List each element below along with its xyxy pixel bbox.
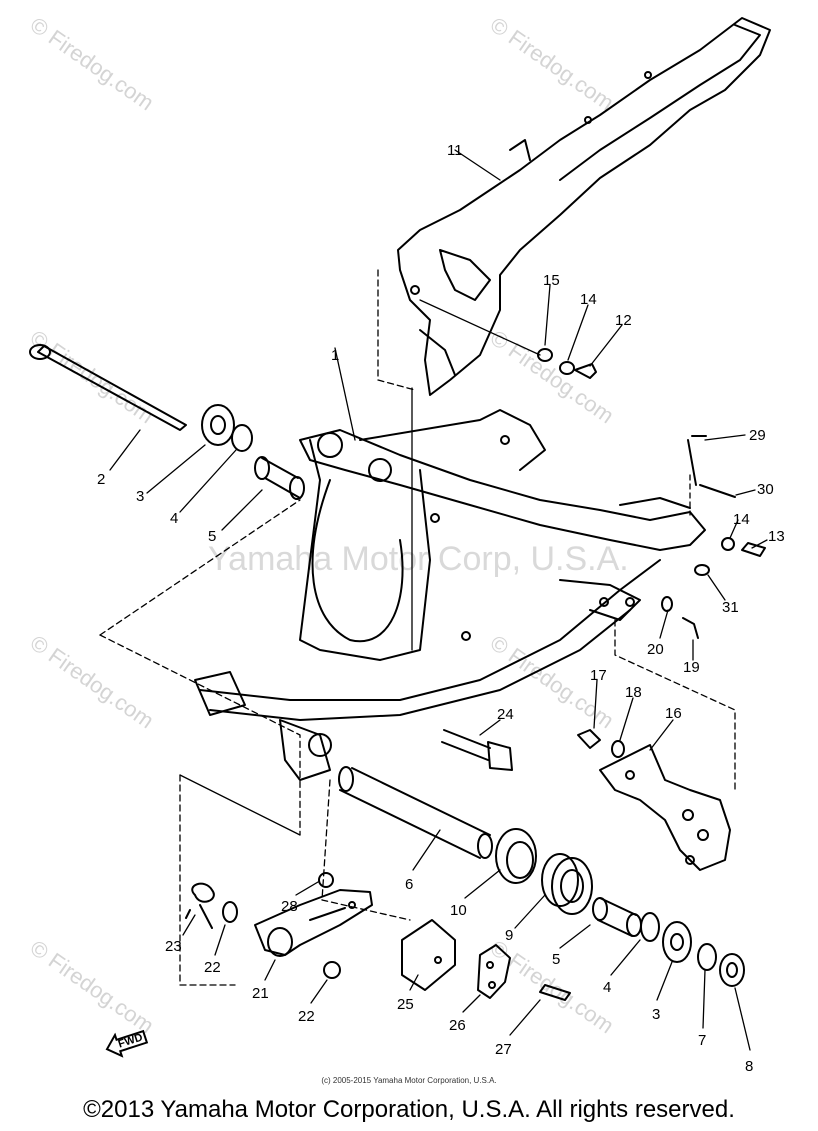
washer-part-22 xyxy=(222,901,238,923)
collar-part-15 xyxy=(537,348,553,362)
nut-part-20 xyxy=(661,596,673,612)
callout-23: 23 xyxy=(165,938,182,955)
callout-30: 30 xyxy=(757,481,774,498)
shaft-part-6 xyxy=(338,766,493,859)
callout-12: 12 xyxy=(615,312,632,329)
callout-4: 4 xyxy=(170,510,178,527)
callout-2: 2 xyxy=(97,471,105,488)
forward-arrow-icon xyxy=(105,1029,149,1058)
bushing-part-5b xyxy=(592,897,642,937)
washer-part-14 xyxy=(559,361,575,375)
washer-part-18 xyxy=(611,740,625,758)
washer-part-7 xyxy=(697,943,717,971)
callout-25: 25 xyxy=(397,996,414,1013)
seal-part-4b xyxy=(640,912,660,942)
washer-part-14b xyxy=(721,537,735,551)
bearing-part-3 xyxy=(201,404,235,446)
frame-part-1 xyxy=(194,409,706,781)
spring-part-23 xyxy=(185,882,215,929)
callout-10: 10 xyxy=(450,902,467,919)
spacer-part-10 xyxy=(495,828,537,884)
bearing-part-3b xyxy=(662,921,692,963)
callout-5: 5 xyxy=(208,528,216,545)
callout-5b: 5 xyxy=(552,951,560,968)
callout-24: 24 xyxy=(497,706,514,723)
callout-18: 18 xyxy=(625,684,642,701)
bolt-part-13 xyxy=(741,542,766,557)
bracket-part-26 xyxy=(477,944,511,999)
callout-27: 27 xyxy=(495,1041,512,1058)
bolt-part-24 xyxy=(441,729,513,771)
rear-fender-part-11 xyxy=(397,17,771,396)
callout-labels: 1 2 3 4 5 11 15 14 12 29 30 14 13 31 20 … xyxy=(97,142,785,1075)
callout-19: 19 xyxy=(683,659,700,676)
callout-20: 20 xyxy=(647,641,664,658)
collar-part-28 xyxy=(318,872,334,888)
bolt-part-19 xyxy=(682,617,699,639)
callout-3b: 3 xyxy=(652,1006,660,1023)
bushing-part-5 xyxy=(254,456,305,500)
callout-9: 9 xyxy=(505,927,513,944)
callout-26: 26 xyxy=(449,1017,466,1034)
block-part-25 xyxy=(401,919,456,991)
callout-15: 15 xyxy=(543,272,560,289)
seal-part-4 xyxy=(231,424,253,452)
collar-part-31 xyxy=(694,564,710,576)
arm-part-21 xyxy=(254,889,373,957)
bolt-part-27 xyxy=(539,984,571,1001)
pivot-shaft-part-2 xyxy=(29,344,187,431)
callout-17: 17 xyxy=(590,667,607,684)
callout-28: 28 xyxy=(281,898,298,915)
callout-14: 14 xyxy=(580,291,597,308)
clip-part-30 xyxy=(699,484,736,498)
pin-part-29 xyxy=(687,435,707,486)
nut-part-8 xyxy=(719,953,745,987)
callout-4b: 4 xyxy=(603,979,611,996)
bracket-part-16 xyxy=(599,744,731,871)
callout-16: 16 xyxy=(665,705,682,722)
callout-14b: 14 xyxy=(733,511,750,528)
callout-7: 7 xyxy=(698,1032,706,1049)
callout-29: 29 xyxy=(749,427,766,444)
small-copyright-caption: (c) 2005-2015 Yamaha Motor Corporation, … xyxy=(321,1076,497,1085)
callout-8: 8 xyxy=(745,1058,753,1075)
callout-22b: 22 xyxy=(298,1008,315,1025)
callout-21: 21 xyxy=(252,985,269,1002)
callout-31: 31 xyxy=(722,599,739,616)
callout-6: 6 xyxy=(405,876,413,893)
washer-part-22b xyxy=(323,961,341,979)
callout-22: 22 xyxy=(204,959,221,976)
callout-3: 3 xyxy=(136,488,144,505)
collar-part-9 xyxy=(541,853,593,915)
callout-11: 11 xyxy=(447,142,463,159)
callout-13: 13 xyxy=(768,528,785,545)
bolt-part-12 xyxy=(574,363,597,379)
nut-part-17 xyxy=(577,729,601,749)
copyright-footer: ©2013 Yamaha Motor Corporation, U.S.A. A… xyxy=(83,1096,735,1123)
callout-1: 1 xyxy=(331,347,339,364)
